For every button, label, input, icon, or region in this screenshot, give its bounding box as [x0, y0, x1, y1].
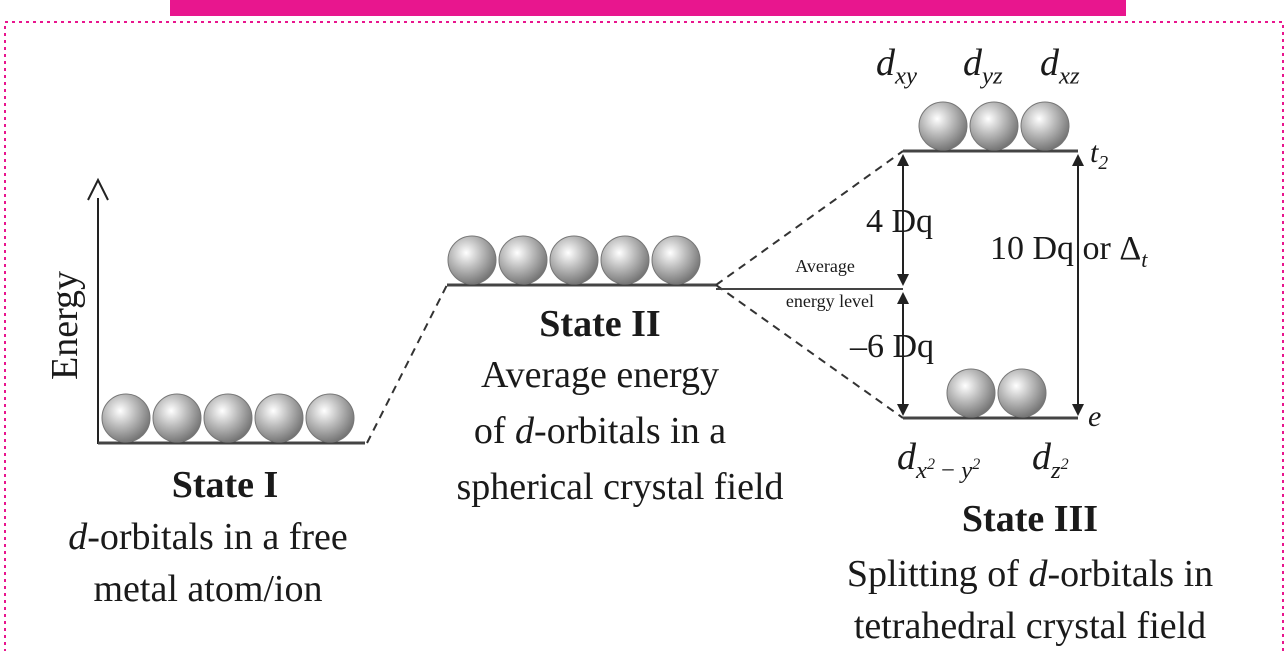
- state3-description-line1: Splitting of d-orbitals in: [846, 553, 1214, 595]
- state2-description-line3: spherical crystal field: [456, 466, 784, 508]
- state1-orbital-4: [254, 393, 304, 443]
- state2-orbital-2: [498, 235, 548, 285]
- state1-desc-rest: -orbitals in a free: [87, 516, 348, 558]
- state2-desc-d: d: [515, 410, 535, 452]
- e-label: e: [1088, 400, 1102, 433]
- orbital-label-dxy: dxy: [876, 42, 917, 90]
- state1-orbitals: [101, 393, 355, 443]
- energy-axis-label-text: Energy: [44, 270, 86, 380]
- state3-description-line2: tetrahedral crystal field: [853, 605, 1207, 647]
- e-orbital-1: [946, 368, 996, 418]
- e-orbitals: [946, 368, 1047, 418]
- orbital-label-dxz: dxz: [1040, 42, 1080, 90]
- total-gap-label: 10 Dq or Δt: [990, 230, 1148, 272]
- connector-dashed-to-e: [715, 284, 904, 419]
- average-energy-label-line1: Average: [795, 256, 855, 276]
- state2-description-line2: of d-orbitals in a: [410, 412, 790, 450]
- state1-orbital-5: [305, 393, 355, 443]
- state2-orbital-5: [651, 235, 701, 285]
- state1-description-line2: metal atom/ion: [93, 568, 323, 610]
- t2-orbital-3: [1020, 101, 1070, 151]
- t2-label: t2: [1090, 136, 1109, 174]
- state2-orbital-3: [549, 235, 599, 285]
- upper-gap-label: 4 Dq: [866, 203, 934, 240]
- state2-orbital-1: [447, 235, 497, 285]
- orbital-label-dyz: dyz: [963, 42, 1003, 90]
- energy-axis-label: Energy: [44, 270, 86, 380]
- average-energy-label-line2: energy level: [785, 291, 875, 311]
- t2-orbitals: [918, 101, 1070, 151]
- connector-dashed-to-t2: [715, 150, 904, 286]
- state1-title: State I: [171, 464, 279, 506]
- orbital-label-dx2-y2: dx2 − y2: [897, 436, 981, 484]
- state1-desc-d: d: [68, 516, 88, 558]
- state1-orbital-1: [101, 393, 151, 443]
- orbital-label-dz2: dz2: [1032, 436, 1069, 484]
- connector-dashed-1-2: [366, 284, 448, 444]
- state1-orbital-2: [152, 393, 202, 443]
- t2-orbital-2: [969, 101, 1019, 151]
- energy-axis-arrowhead: [87, 177, 109, 201]
- state2-title: State II: [539, 303, 661, 345]
- header-accent-bar: [170, 0, 1126, 16]
- e-orbital-2: [997, 368, 1047, 418]
- lower-gap-label: –6 Dq: [850, 328, 935, 365]
- state2-desc-pre: of: [473, 410, 516, 452]
- state1-orbital-3: [203, 393, 253, 443]
- state2-orbital-4: [600, 235, 650, 285]
- state2-desc-post: -orbitals in a: [534, 410, 727, 452]
- state2-orbitals: [447, 235, 701, 285]
- t2-orbital-1: [918, 101, 968, 151]
- state2-description-line1: Average energy: [480, 354, 720, 396]
- state1-description-line1: d-orbitals in a free: [18, 518, 398, 556]
- state3-title: State III: [961, 498, 1099, 540]
